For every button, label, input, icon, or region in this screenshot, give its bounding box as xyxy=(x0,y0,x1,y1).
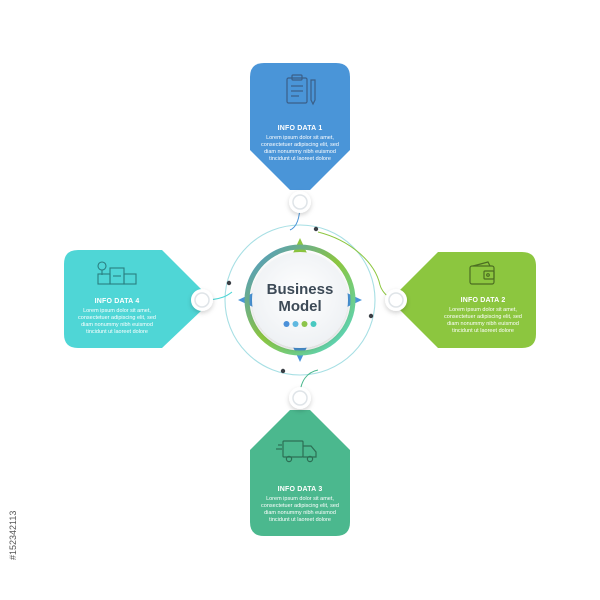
card-1-body-line3: diam nonummy nibh euismod xyxy=(264,149,336,155)
card-2-body-line1: Lorem ipsum dolor sit amet, xyxy=(449,307,517,313)
card-3-body-line2: consectetuer adipiscing elit, sed xyxy=(261,503,339,509)
card-2-title: INFO DATA 2 xyxy=(461,297,506,304)
card-4-body-line1: Lorem ipsum dolor sit amet, xyxy=(83,308,151,314)
center-hub: Business Model xyxy=(244,244,356,356)
center-dots xyxy=(283,321,317,327)
card-3-body-line3: diam nonummy nibh euismod xyxy=(264,510,336,516)
card-info-2: INFO DATA 2 Lorem ipsum dolor sit amet, … xyxy=(385,252,536,348)
card-1-title: INFO DATA 1 xyxy=(278,125,323,132)
center-dot xyxy=(283,321,290,327)
center-title-line2: Model xyxy=(278,298,321,315)
card-info-4: INFO DATA 4 Lorem ipsum dolor sit amet, … xyxy=(64,250,213,348)
card-2-body-line4: tincidunt ut laoreet dolore xyxy=(452,328,514,334)
stock-image-id: #152342113 xyxy=(8,511,18,560)
center-title-line1: Business xyxy=(267,281,334,298)
warehouse-boxes-icon xyxy=(97,261,137,285)
card-3-body-line4: tincidunt ut laoreet dolore xyxy=(269,517,331,523)
wallet-icon xyxy=(469,261,495,285)
card-1-body-line1: Lorem ipsum dolor sit amet, xyxy=(266,135,334,141)
clipboard-pen-icon xyxy=(286,74,316,106)
card-1-body-line2: consectetuer adipiscing elit, sed xyxy=(261,142,339,148)
card-2-body-line3: diam nonummy nibh euismod xyxy=(447,321,519,327)
card-4-body-line2: consectetuer adipiscing elit, sed xyxy=(78,315,156,321)
card-info-1: INFO DATA 1 Lorem ipsum dolor sit amet, … xyxy=(250,63,350,213)
card-4-body-line3: diam nonummy nibh euismod xyxy=(81,322,153,328)
card-4-body-line4: tincidunt ut laoreet dolore xyxy=(86,329,148,335)
card-3-title: INFO DATA 3 xyxy=(278,486,323,493)
ring-markers xyxy=(226,226,374,374)
center-dot xyxy=(310,321,317,327)
card-4-title: INFO DATA 4 xyxy=(95,298,140,305)
card-2-body-line2: consectetuer adipiscing elit, sed xyxy=(444,314,522,320)
center-dot xyxy=(292,321,299,327)
card-info-3: INFO DATA 3 Lorem ipsum dolor sit amet, … xyxy=(250,387,350,536)
card-3-body-line1: Lorem ipsum dolor sit amet, xyxy=(266,496,334,502)
center-dot xyxy=(301,321,308,327)
card-1-body-line4: tincidunt ut laoreet dolore xyxy=(269,156,331,162)
delivery-truck-icon xyxy=(276,440,317,463)
